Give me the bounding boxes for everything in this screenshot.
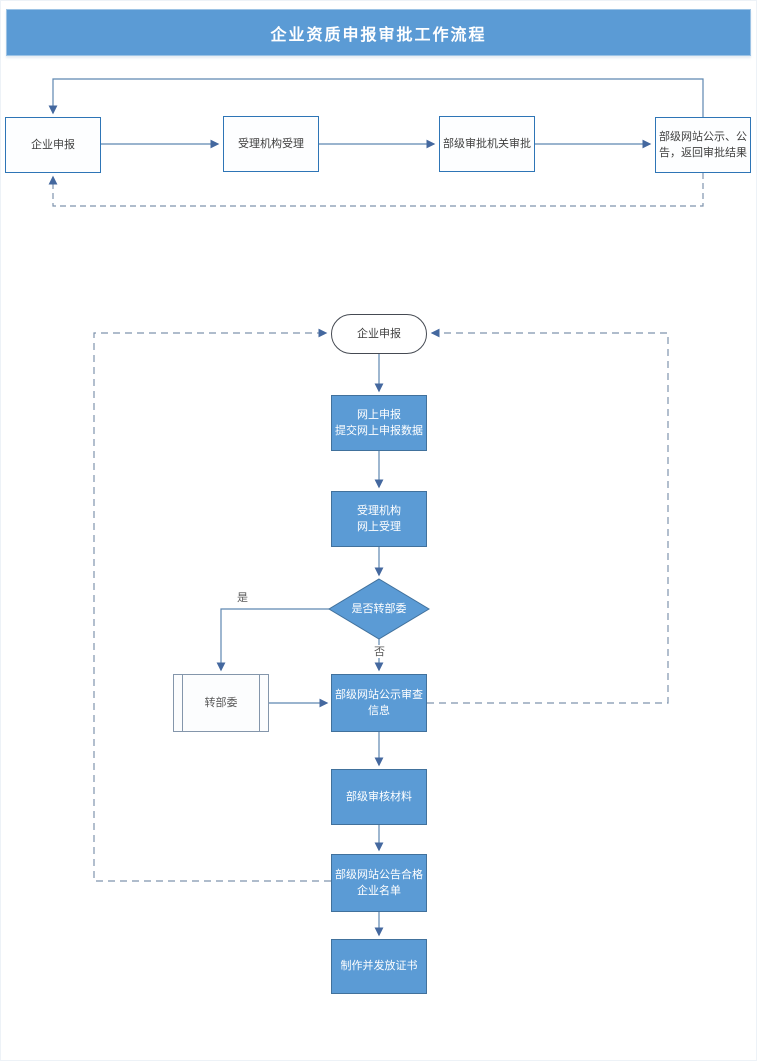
connector-top-feedback-dashed	[48, 173, 704, 207]
node-announce-qualified-list: 部级网站公告合格 企业名单	[331, 854, 427, 912]
start-terminator: 企业申报	[331, 314, 427, 354]
subprocess-right-bar	[259, 675, 260, 731]
decision-yes-label: 是	[235, 591, 250, 605]
page-title: 企业资质申报审批工作流程	[6, 9, 751, 56]
connector-publicity-return-dashed	[427, 328, 669, 704]
node-online-acceptance: 受理机构 网上受理	[331, 491, 427, 547]
top-node-ministry-approval: 部级审批机关审批	[439, 116, 535, 172]
top-node-acceptance: 受理机构受理	[223, 116, 319, 172]
node-issue-certificate: 制作并发放证书	[331, 939, 427, 994]
decision-transfer-ministry-label: 是否转部委	[351, 601, 407, 615]
decision-no-label: 否	[372, 645, 387, 659]
connector-decision-yes	[216, 608, 329, 672]
subprocess-label: 转部委	[204, 695, 238, 709]
connector-announce-return-dashed	[93, 328, 331, 882]
top-node-ministry-publicity-result: 部级网站公示、公告，返回审批结果	[655, 117, 751, 173]
top-node-enterprise-apply: 企业申报	[5, 117, 101, 173]
node-publicity-review-info: 部级网站公示审查 信息	[331, 674, 427, 732]
node-ministry-review-materials: 部级审核材料	[331, 769, 427, 825]
node-transfer-ministry-subprocess: 转部委	[173, 674, 269, 732]
connector-top-feedback-solid	[48, 78, 704, 117]
node-online-apply: 网上申报 提交网上申报数据	[331, 395, 427, 451]
subprocess-left-bar	[182, 675, 183, 731]
